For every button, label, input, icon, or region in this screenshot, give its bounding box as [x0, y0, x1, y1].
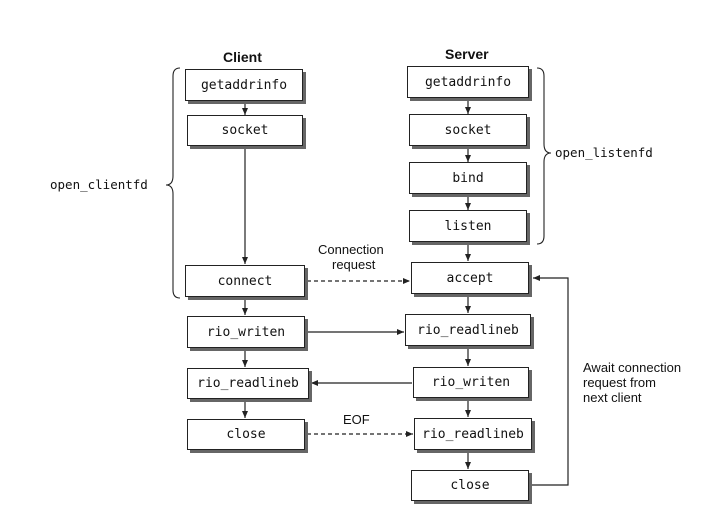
- client-connect-box: connect: [185, 265, 305, 297]
- brace-open-listenfd: [536, 67, 552, 245]
- server-header: Server: [445, 46, 489, 62]
- client-close-box: close: [187, 419, 305, 450]
- await-connection-label: Await connection request from next clien…: [583, 360, 682, 405]
- client-rio-writen-box: rio_writen: [187, 316, 305, 348]
- open-clientfd-label: open_clientfd: [50, 177, 148, 192]
- client-header: Client: [223, 49, 262, 65]
- open-listenfd-label: open_listenfd: [555, 145, 653, 160]
- client-getaddrinfo-box: getaddrinfo: [185, 69, 303, 101]
- eof-label: EOF: [343, 412, 370, 427]
- server-accept-box: accept: [411, 262, 529, 294]
- client-socket-box: socket: [187, 115, 303, 146]
- server-getaddrinfo-box: getaddrinfo: [407, 66, 529, 98]
- server-bind-box: bind: [409, 162, 527, 194]
- server-rio-readlineb2-box: rio_readlineb: [414, 418, 532, 450]
- server-socket-box: socket: [409, 114, 527, 146]
- server-listen-box: listen: [409, 210, 527, 242]
- connection-request-label: Connection request: [318, 242, 384, 272]
- client-rio-readlineb-box: rio_readlineb: [187, 368, 309, 399]
- arrow-loop-close-to-accept: [529, 275, 569, 486]
- server-rio-readlineb-box: rio_readlineb: [405, 314, 531, 346]
- server-close-box: close: [411, 470, 529, 501]
- brace-open-clientfd: [165, 67, 181, 299]
- server-rio-writen-box: rio_writen: [413, 367, 529, 398]
